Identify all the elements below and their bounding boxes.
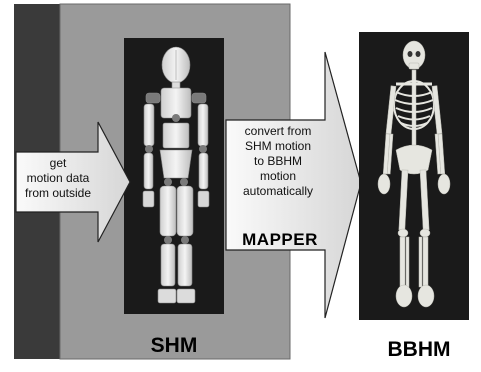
bbhm-label: BBHM: [364, 338, 474, 362]
convert-arrow-text: convert from SHM motion to BBHM motion a…: [228, 124, 328, 199]
convert-line-5: automatically: [228, 184, 328, 199]
convert-line-4: motion: [228, 169, 328, 184]
convert-line-1: convert from: [228, 124, 328, 139]
shm-label: SHM: [124, 334, 224, 358]
input-line-3: from outside: [20, 186, 96, 201]
input-line-1: get: [20, 156, 96, 171]
input-line-2: motion data: [20, 171, 96, 186]
mapper-label: MAPPER: [230, 230, 330, 250]
convert-line-3: to BBHM: [228, 154, 328, 169]
input-arrow-text: get motion data from outside: [20, 156, 96, 201]
convert-line-2: SHM motion: [228, 139, 328, 154]
